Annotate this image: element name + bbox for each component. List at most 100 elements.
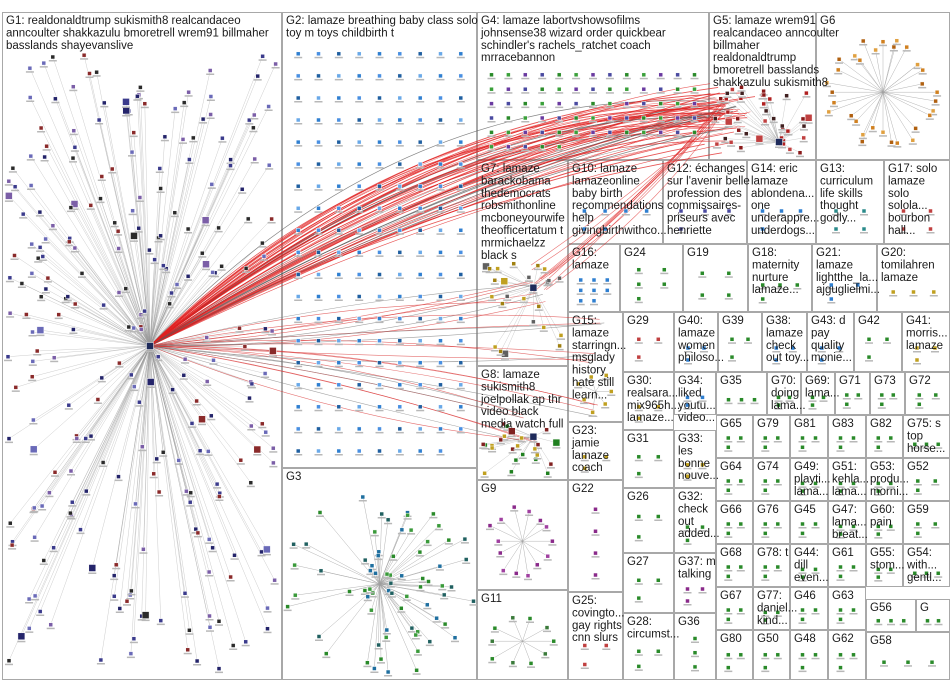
- g1-node-102[interactable]: [98, 657, 104, 663]
- g4-node-16[interactable]: [539, 86, 545, 92]
- g76-node-1[interactable]: [775, 521, 781, 527]
- g8-node-5[interactable]: [535, 442, 541, 447]
- g16-node-1[interactable]: [591, 277, 597, 283]
- g17-node-2[interactable]: [901, 226, 906, 232]
- g1-node-210[interactable]: [101, 302, 106, 308]
- g77-node-2[interactable]: [763, 617, 768, 623]
- g2-node-52[interactable]: [438, 161, 443, 167]
- g1-node-95[interactable]: [204, 379, 210, 384]
- g65-node-0[interactable]: [726, 435, 731, 441]
- g67-node-1[interactable]: [738, 607, 744, 613]
- g4-node-42[interactable]: [539, 115, 545, 121]
- g4-node-68[interactable]: [539, 144, 545, 150]
- g2-node-134[interactable]: [458, 360, 464, 365]
- g8-node-21[interactable]: [515, 443, 520, 449]
- g5-node-38[interactable]: [755, 134, 764, 143]
- g13-node-2[interactable]: [833, 226, 839, 232]
- g2-node-53[interactable]: [458, 161, 464, 167]
- g4-node-40[interactable]: [506, 115, 511, 121]
- g3-node-53[interactable]: [375, 553, 381, 558]
- g1-node-77[interactable]: [204, 335, 209, 340]
- g2-node-36[interactable]: [295, 139, 301, 145]
- g22-node-3[interactable]: [593, 572, 598, 578]
- g3-node-15[interactable]: [427, 639, 433, 644]
- g4-node-53[interactable]: [506, 130, 511, 135]
- g1-node-113[interactable]: [272, 577, 277, 583]
- g7-node-17[interactable]: [546, 278, 552, 283]
- g49-node-2[interactable]: [800, 488, 805, 494]
- g56-node-2[interactable]: [901, 618, 906, 624]
- g18-node-1[interactable]: [777, 282, 783, 288]
- g1-node-150[interactable]: [70, 499, 75, 505]
- g8-node-4[interactable]: [509, 469, 514, 475]
- g4-node-26[interactable]: [489, 101, 494, 106]
- g3-node-24[interactable]: [285, 604, 290, 609]
- g36-node-1[interactable]: [692, 650, 698, 655]
- g1-node-243[interactable]: [151, 471, 156, 477]
- g5-node-10[interactable]: [801, 135, 806, 141]
- g19-node-0[interactable]: [700, 271, 705, 276]
- g35-node-0[interactable]: [726, 397, 731, 402]
- g2-node-120[interactable]: [356, 338, 362, 343]
- g39-node-2[interactable]: [729, 354, 735, 360]
- g2-node-70[interactable]: [438, 206, 443, 211]
- g3-node-29[interactable]: [385, 669, 391, 675]
- g3-node-18[interactable]: [293, 592, 298, 598]
- g1-node-72[interactable]: [228, 163, 233, 168]
- g36-node-2[interactable]: [692, 664, 698, 670]
- g2-node-140[interactable]: [397, 382, 403, 388]
- g1-node-169[interactable]: [88, 564, 97, 572]
- g2-node-31[interactable]: [377, 117, 382, 123]
- g1-node-30[interactable]: [7, 275, 13, 281]
- g2-node-124[interactable]: [438, 338, 443, 343]
- g2-node-157[interactable]: [377, 426, 382, 432]
- g1-node-215[interactable]: [252, 156, 257, 162]
- g7-node-20[interactable]: [526, 275, 532, 280]
- g1-node-151[interactable]: [111, 573, 117, 578]
- g4-node-51[interactable]: [692, 115, 697, 121]
- g2-node-101[interactable]: [336, 294, 342, 299]
- g1-node-179[interactable]: [50, 223, 56, 228]
- g1-node-238[interactable]: [130, 232, 138, 240]
- g11-node-1[interactable]: [543, 651, 548, 657]
- g1-node-193[interactable]: [194, 658, 200, 664]
- g1-node-128[interactable]: [130, 208, 135, 213]
- g6-node-7[interactable]: [889, 140, 894, 145]
- g7-node-3[interactable]: [521, 296, 527, 301]
- g3-node-64[interactable]: [391, 554, 396, 559]
- g1-node-98[interactable]: [207, 625, 213, 630]
- g2-node-93[interactable]: [356, 272, 362, 277]
- g1-node-26[interactable]: [206, 449, 211, 454]
- g2-node-105[interactable]: [417, 294, 423, 299]
- g5-node-27[interactable]: [744, 131, 749, 136]
- g6-node-10[interactable]: [860, 139, 865, 144]
- g1-node-hub[interactable]: [146, 342, 154, 350]
- g2-node-168[interactable]: [417, 448, 423, 454]
- g10-node-2[interactable]: [623, 208, 629, 214]
- g5-node-35[interactable]: [713, 116, 718, 121]
- g9-node-9[interactable]: [498, 517, 504, 522]
- g76-node-2[interactable]: [763, 531, 768, 536]
- g2-node-103[interactable]: [377, 294, 382, 299]
- g78-node-2[interactable]: [763, 574, 768, 579]
- g1-node-46[interactable]: [8, 520, 13, 526]
- g63-node-2[interactable]: [838, 617, 843, 622]
- g1-node-250[interactable]: [251, 125, 256, 131]
- g18-node-3[interactable]: [760, 296, 765, 302]
- g35-node-2[interactable]: [752, 397, 757, 402]
- g2-node-160[interactable]: [438, 426, 443, 432]
- g1-node-166[interactable]: [219, 264, 224, 269]
- g3-node-63[interactable]: [389, 590, 395, 596]
- g4-node-47[interactable]: [624, 115, 630, 121]
- g1-node-168[interactable]: [260, 54, 265, 59]
- g2-node-167[interactable]: [397, 448, 403, 454]
- g2-node-17[interactable]: [458, 73, 464, 79]
- g42-node-1[interactable]: [884, 337, 890, 342]
- g1-node-59[interactable]: [271, 445, 276, 451]
- g2-node-97[interactable]: [438, 272, 443, 277]
- g3-node-11[interactable]: [316, 634, 322, 639]
- g4-node-27[interactable]: [506, 101, 511, 106]
- g2-node-111[interactable]: [356, 316, 362, 321]
- g4-node-7[interactable]: [607, 72, 613, 78]
- g2-node-43[interactable]: [438, 139, 443, 145]
